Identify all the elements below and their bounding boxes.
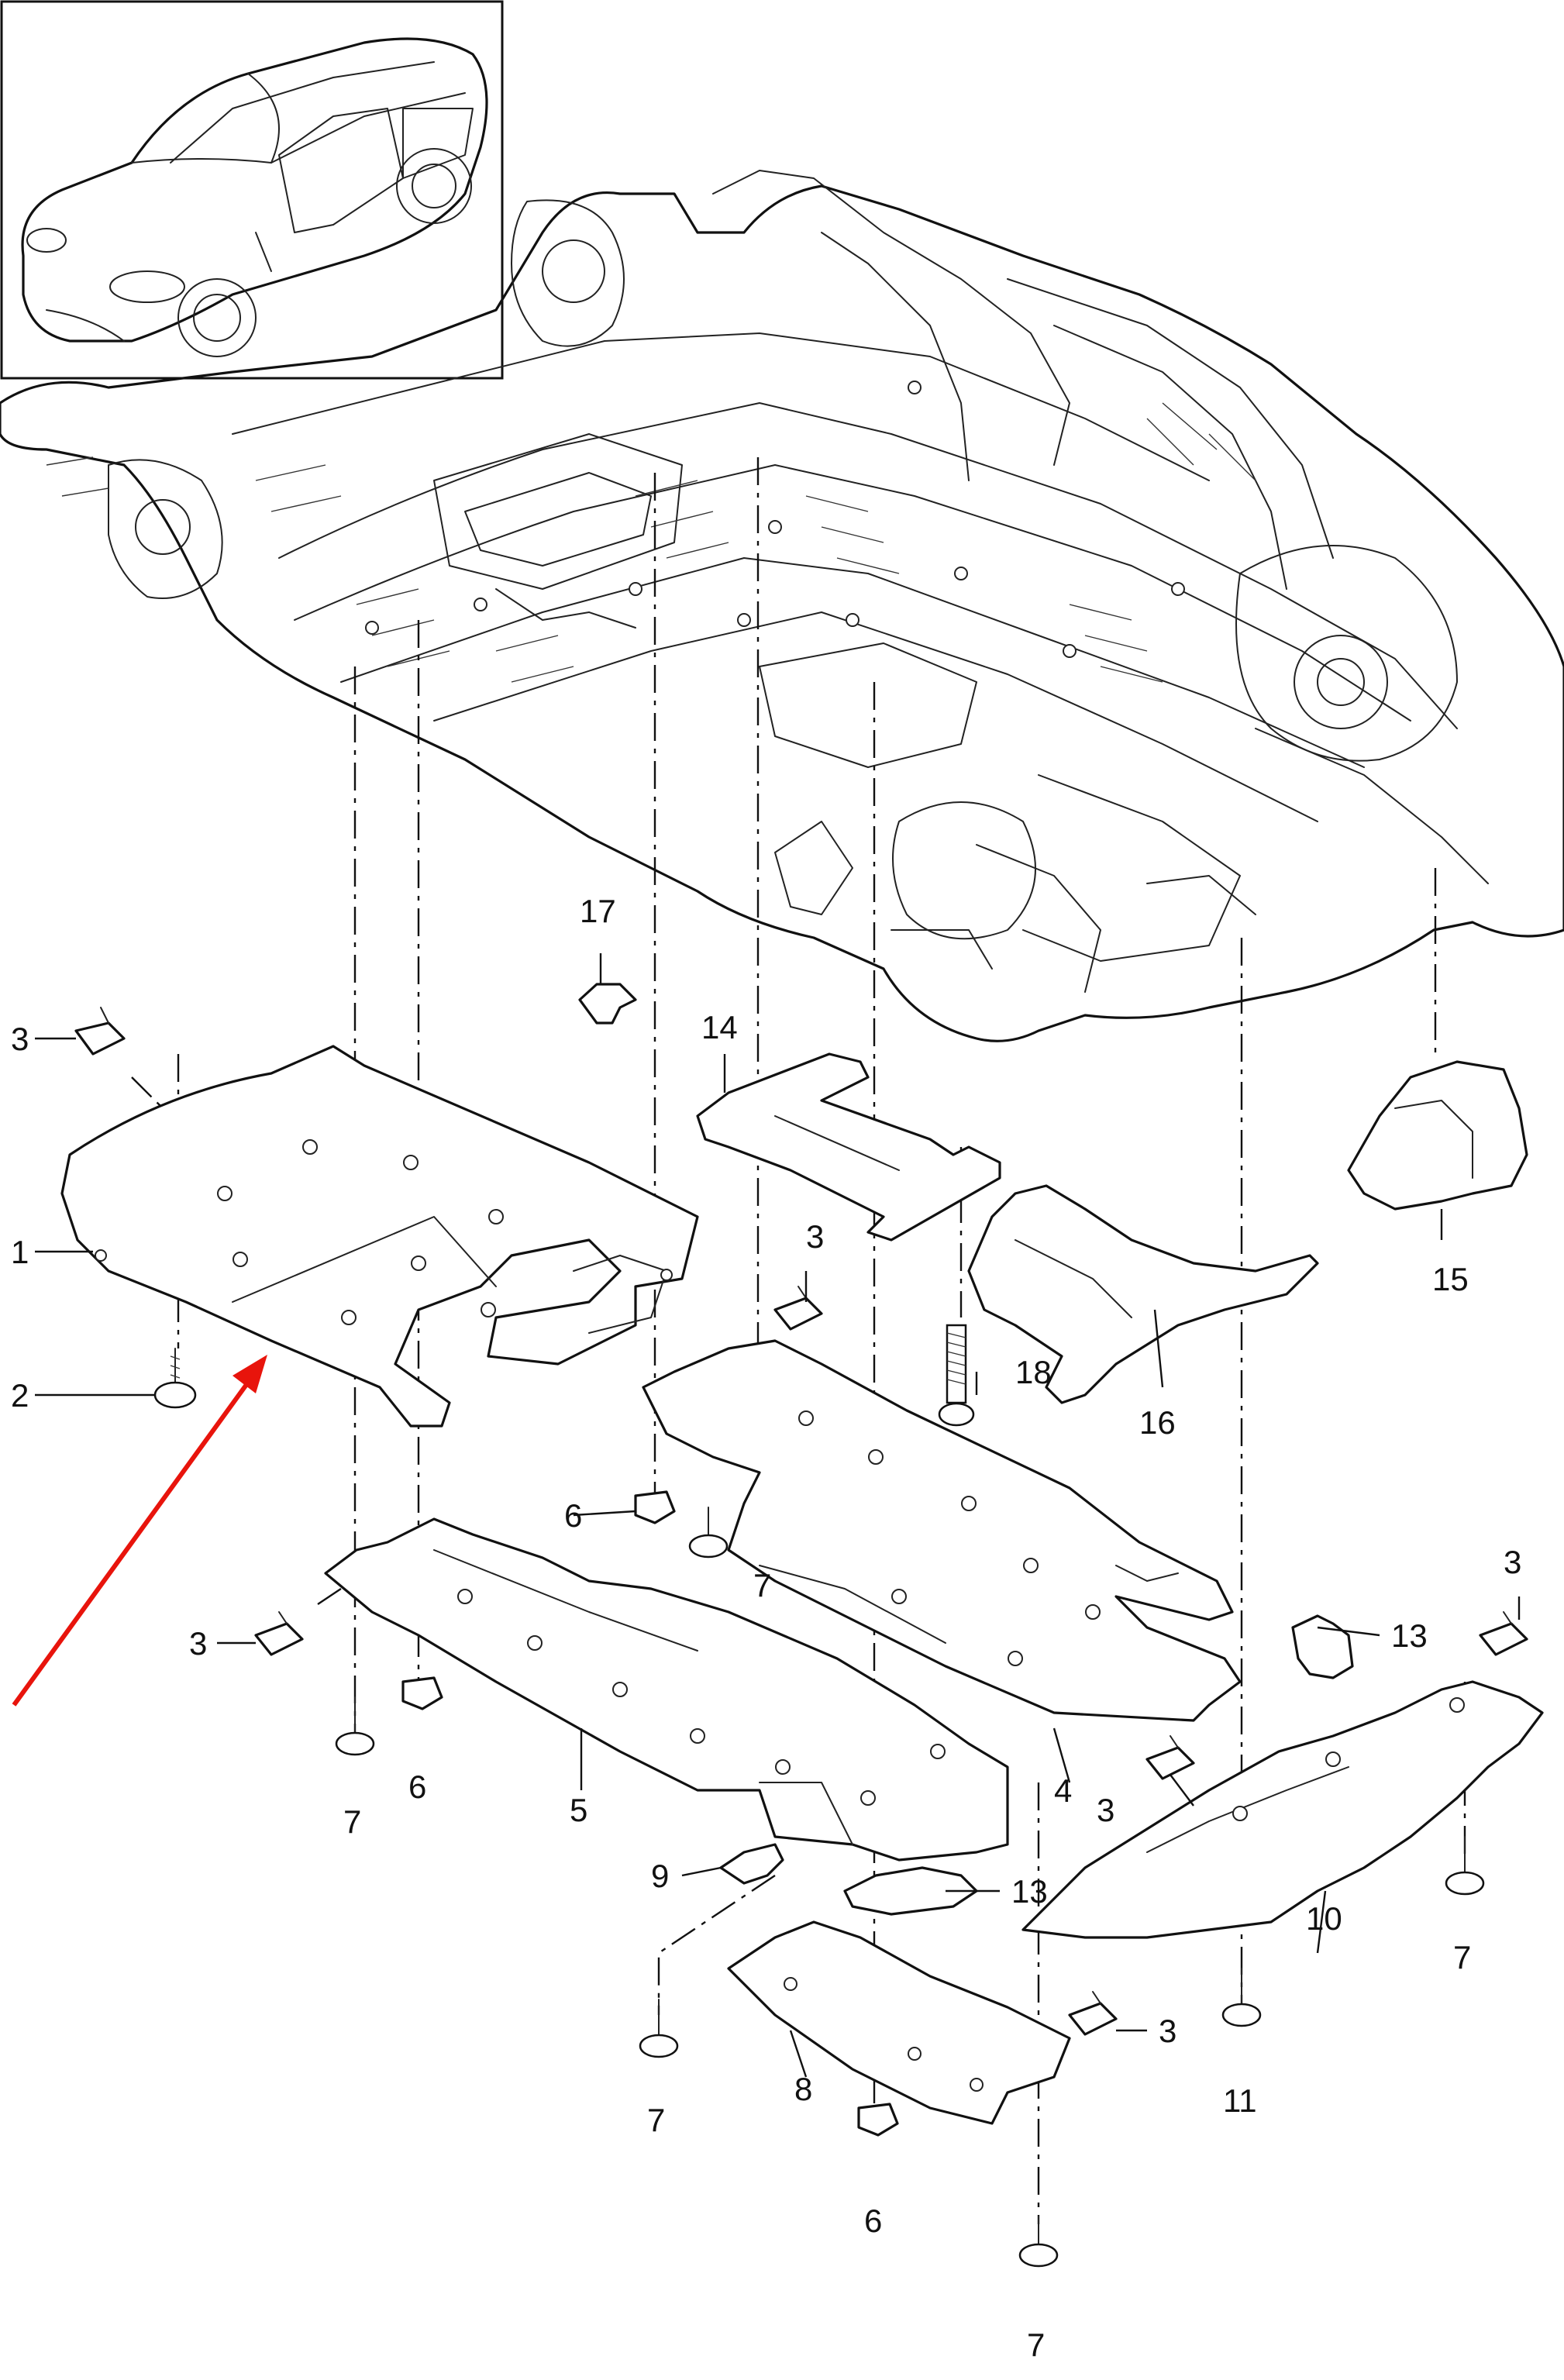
callout-3-b: 3 bbox=[806, 1218, 824, 1255]
callout-14: 14 bbox=[701, 1009, 738, 1045]
callout-6-b: 6 bbox=[408, 1769, 426, 1805]
part-3-clip-e bbox=[1479, 1611, 1528, 1656]
callout-3-e: 3 bbox=[1504, 1544, 1521, 1580]
callout-6-a: 6 bbox=[564, 1497, 582, 1534]
part-3-clip-b bbox=[773, 1286, 823, 1331]
callout-3-a: 3 bbox=[11, 1021, 29, 1057]
part-4-center-panel bbox=[642, 1339, 1242, 1722]
callout-1: 1 bbox=[11, 1234, 29, 1270]
part-6-nut-b bbox=[401, 1676, 443, 1710]
part-8-rear-panel bbox=[727, 1920, 1071, 2125]
callout-4: 4 bbox=[1054, 1772, 1072, 1809]
callout-6-c: 6 bbox=[864, 2203, 882, 2239]
callout-8: 8 bbox=[794, 2071, 812, 2107]
part-7-screw-c bbox=[639, 1999, 679, 2058]
callout-3-c: 3 bbox=[189, 1625, 207, 1662]
callout-labels: 1 2 3 3 3 3 3 3 4 5 6 6 6 7 7 7 7 7 8 9 … bbox=[11, 893, 1521, 2363]
callout-13-a: 13 bbox=[1391, 1617, 1428, 1654]
part-3-clip-c bbox=[254, 1611, 304, 1656]
callout-13-b: 13 bbox=[1011, 1873, 1048, 1910]
callout-2: 2 bbox=[11, 1377, 29, 1414]
part-17-clip bbox=[578, 983, 637, 1025]
callout-18: 18 bbox=[1015, 1354, 1052, 1390]
part-3-clip-f bbox=[1068, 1991, 1118, 2036]
part-11-screw bbox=[1221, 1968, 1262, 2027]
part-3-clip-d bbox=[1145, 1735, 1195, 1780]
part-6-nut-a bbox=[634, 1490, 676, 1524]
callout-7-a: 7 bbox=[753, 1567, 771, 1603]
part-15-wheel-arch-cover bbox=[1347, 1060, 1528, 1211]
callout-7-d: 7 bbox=[1027, 2327, 1045, 2363]
callout-17: 17 bbox=[580, 893, 616, 929]
callout-11: 11 bbox=[1223, 2082, 1257, 2119]
highlight-arrow bbox=[12, 1355, 267, 1707]
part-7-screw-a bbox=[688, 1507, 729, 1559]
part-6-nut-c bbox=[857, 2103, 899, 2137]
part-7-screw-e bbox=[1445, 1836, 1485, 1896]
callout-7-e: 7 bbox=[1453, 1939, 1471, 1975]
part-16-heat-shield bbox=[967, 1184, 1319, 1404]
part-18-bolt bbox=[938, 1324, 975, 1427]
part-7-screw-d bbox=[1018, 2216, 1059, 2268]
callout-3-f: 3 bbox=[1159, 2013, 1176, 2049]
callout-16: 16 bbox=[1139, 1404, 1176, 1441]
callout-5: 5 bbox=[570, 1792, 587, 1828]
callout-7-b: 7 bbox=[343, 1803, 361, 1840]
callout-9: 9 bbox=[651, 1858, 669, 1894]
part-9-small-cover bbox=[719, 1843, 784, 1885]
leader-lines bbox=[35, 953, 1521, 2078]
part-7-screw-b bbox=[335, 1696, 375, 1756]
part-5-center-panel bbox=[324, 1517, 1009, 1862]
callout-15: 15 bbox=[1432, 1261, 1469, 1297]
part-13-clip-upper bbox=[1291, 1614, 1354, 1679]
part-1-front-underbody-panel bbox=[60, 1045, 699, 1428]
part-3-clip-a bbox=[74, 1007, 126, 1056]
callout-3-d: 3 bbox=[1097, 1792, 1114, 1828]
part-14-bracket bbox=[696, 1052, 1001, 1242]
vehicle-thumbnail bbox=[0, 0, 504, 380]
callout-7-c: 7 bbox=[647, 2102, 665, 2138]
callout-10: 10 bbox=[1306, 1900, 1342, 1937]
part-2-screw bbox=[153, 1348, 197, 1409]
part-10-rear-panel bbox=[1021, 1680, 1544, 1939]
